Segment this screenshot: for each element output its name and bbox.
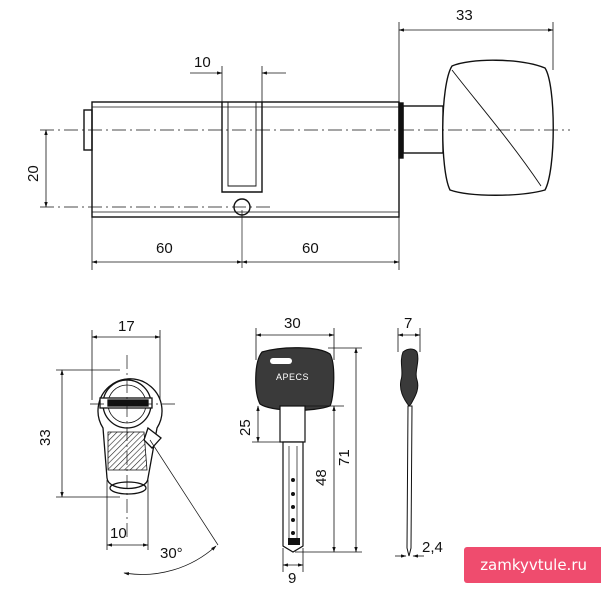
dim-knob-length: 33 <box>456 7 473 24</box>
key-side-view <box>400 348 419 557</box>
dim-key-grip: 25 <box>237 419 254 436</box>
key-brand-label: APECS <box>276 372 309 382</box>
dim-front-width: 17 <box>118 318 135 335</box>
key-side-head <box>400 348 419 407</box>
dim-height: 20 <box>25 165 42 182</box>
dim-left-length: 60 <box>156 240 173 257</box>
dim-key-blade-width: 9 <box>288 570 296 587</box>
dim-front-height: 33 <box>37 429 54 446</box>
cam-section <box>107 431 148 471</box>
dim-right-length: 60 <box>302 240 319 257</box>
dim-key-total: 71 <box>336 449 353 466</box>
dim-key-blade: 48 <box>313 469 330 486</box>
key-front-view: APECS <box>255 347 335 553</box>
dim-cam-offset: 10 <box>110 525 127 542</box>
dimension-lines-front <box>56 330 217 576</box>
key-dimples <box>288 478 300 545</box>
dim-key-head-width: 30 <box>284 315 301 332</box>
cam-lever <box>143 426 162 449</box>
dimension-lines-top <box>44 22 554 270</box>
dimension-lines-key <box>252 328 362 572</box>
dim-rotation-angle: 30° <box>160 545 183 562</box>
dim-cam-width: 10 <box>194 54 211 71</box>
key-side-blade <box>406 405 413 557</box>
site-watermark: zamkyvtule.ru <box>464 547 601 583</box>
cylinder-top-view <box>83 59 554 218</box>
key-blade <box>282 441 304 553</box>
dim-key-blade-thickness: 2,4 <box>422 539 443 556</box>
dim-key-head-thickness: 7 <box>404 315 412 332</box>
key-shoulder <box>279 405 306 443</box>
cam-slot <box>221 102 263 193</box>
cylinder-front-view <box>97 378 163 495</box>
cylinder-body <box>91 101 400 218</box>
